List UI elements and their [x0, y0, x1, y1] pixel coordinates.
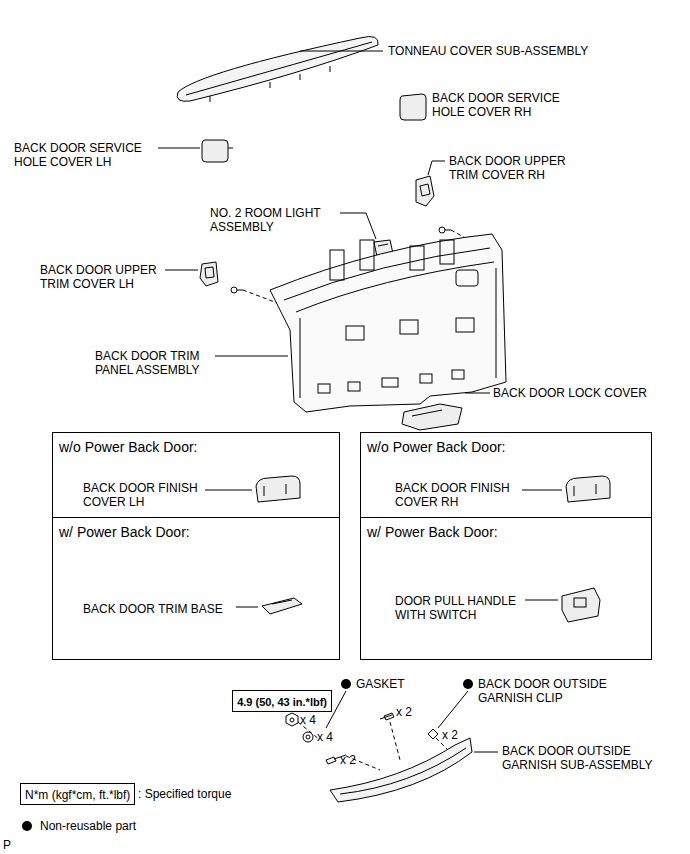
legend-sample-dot: [22, 821, 32, 831]
part-name: BACK DOOR SERVICE HOLE COVER LH: [14, 141, 154, 169]
part-name: BACK DOOR OUTSIDE GARNISH SUB-ASSEMBLY: [502, 744, 682, 772]
part-name: BACK DOOR FINISH COVER RH: [395, 481, 545, 509]
part-name: BACK DOOR TRIM BASE: [83, 602, 223, 616]
part-name: NO. 2 ROOM LIGHT ASSEMBLY: [210, 206, 338, 234]
part-name: DOOR PULL HANDLE WITH SWITCH: [395, 594, 545, 622]
part-name: BACK DOOR FINISH COVER LH: [83, 481, 233, 509]
condition-heading: w/ Power Back Door:: [367, 524, 498, 540]
part-name: BACK DOOR OUTSIDE GARNISH CLIP: [478, 677, 638, 705]
non-reusable-mark: [341, 679, 351, 689]
legend-text: Non-reusable part: [40, 819, 136, 833]
torque-text: 4.9 (50, 43 in.*lbf): [237, 696, 327, 708]
quantity: x 4: [317, 730, 333, 744]
torque-box: 4.9 (50, 43 in.*lbf): [232, 690, 332, 712]
torque-text: N*m (kgf*cm, ft.*lbf): [25, 788, 130, 802]
quantity: x 4: [300, 713, 316, 727]
quantity: x 2: [396, 705, 412, 719]
part-name: TONNEAU COVER SUB-ASSEMBLY: [388, 44, 648, 58]
quantity: x 2: [442, 728, 458, 742]
part-name: BACK DOOR SERVICE HOLE COVER RH: [432, 91, 582, 119]
note: : Specified torque: [138, 787, 231, 801]
condition-box: w/ Power Back Door: DOOR PULL HANDLE WITH…: [360, 517, 652, 660]
condition-box: w/ Power Back Door: BACK DOOR TRIM BASE: [52, 517, 340, 660]
condition-heading: w/ Power Back Door:: [59, 524, 190, 540]
torque-box: N*m (kgf*cm, ft.*lbf): [20, 783, 135, 805]
non-reusable-mark: [463, 679, 473, 689]
condition-heading: w/o Power Back Door:: [59, 439, 198, 455]
condition-box: w/o Power Back Door: BACK DOOR FINISH COV…: [52, 432, 340, 518]
part-name: BACK DOOR LOCK COVER: [493, 386, 683, 400]
part-name: BACK DOOR UPPER TRIM COVER LH: [40, 263, 164, 291]
part-name: BACK DOOR TRIM PANEL ASSEMBLY: [95, 349, 213, 377]
part-name: BACK DOOR UPPER TRIM COVER RH: [449, 154, 589, 182]
part-name: GASKET: [356, 677, 405, 691]
condition-heading: w/o Power Back Door:: [367, 439, 506, 455]
quantity: x 2: [340, 753, 356, 767]
page-code: P: [3, 838, 11, 852]
condition-box: w/o Power Back Door: BACK DOOR FINISH COV…: [360, 432, 652, 518]
